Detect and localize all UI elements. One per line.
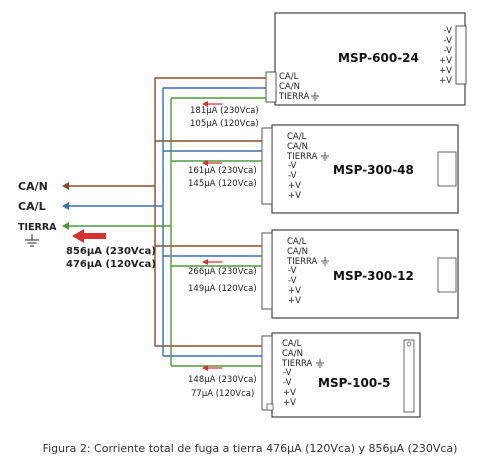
figure-caption: Figura 2: Corriente total de fuga a tier… xyxy=(42,442,458,455)
input-pin-tierra: TIERRA xyxy=(278,92,310,102)
output-pin: -V xyxy=(283,378,292,388)
wiring-diagram: MSP-600-24 CA/L CA/N TIERRA -V -V -V +V … xyxy=(18,12,467,418)
output-pin: +V xyxy=(439,76,452,86)
ground-symbol-icon xyxy=(321,257,329,266)
ground-symbol-icon xyxy=(321,152,329,161)
leakage-230-msp-600-24: 181μA (230Vca) xyxy=(190,106,259,116)
psu-msp-300-12: MSP-300-12 CA/L CA/N TIERRA -V -V +V +V xyxy=(261,229,459,319)
output-pin: -V xyxy=(283,368,292,378)
ground-arrowhead-icon xyxy=(62,222,69,230)
output-pin: -V xyxy=(444,36,453,46)
input-pin-tierra: TIERRA xyxy=(286,257,318,267)
psu-model-label: MSP-100-5 xyxy=(318,376,391,390)
psu-model-label: MSP-300-12 xyxy=(333,269,414,283)
wire-ca-n xyxy=(65,77,266,347)
total-leakage-arrow-icon xyxy=(72,229,106,243)
total-leakage-230: 856μA (230Vca) xyxy=(66,246,156,257)
input-pin-ca-l: CA/L xyxy=(279,72,299,82)
leakage-120-msp-100-5: 77μA (120Vca) xyxy=(191,389,254,399)
psu-msp-300-48: MSP-300-48 CA/L CA/N TIERRA -V -V +V +V xyxy=(261,124,459,214)
output-pin: +V xyxy=(288,296,301,306)
wire-ca-l xyxy=(65,87,266,357)
psu-model-label: MSP-600-24 xyxy=(338,51,419,65)
leakage-120-msp-600-24: 105μA (120Vca) xyxy=(190,119,259,129)
wire-ground xyxy=(65,97,266,367)
output-pin: -V xyxy=(444,46,453,56)
leakage-120-msp-300-12: 149μA (120Vca) xyxy=(188,284,257,294)
psu-model-label: MSP-300-48 xyxy=(333,163,414,177)
input-pin-ca-n: CA/N xyxy=(287,142,308,152)
output-pin: -V xyxy=(288,276,297,286)
psu-msp-600-24: MSP-600-24 CA/L CA/N TIERRA -V -V -V +V … xyxy=(265,12,467,106)
input-pin-ca-n: CA/N xyxy=(282,349,303,359)
input-pin-ca-l: CA/L xyxy=(287,237,307,247)
ground-symbol-icon xyxy=(311,92,319,101)
output-pin: -V xyxy=(288,171,297,181)
ca-n-arrowhead-icon xyxy=(62,182,69,190)
output-pin: -V xyxy=(288,266,297,276)
input-pin-tierra: TIERRA xyxy=(281,359,313,369)
ca-l-arrowhead-icon xyxy=(62,202,69,210)
output-pin: +V xyxy=(288,286,301,296)
leakage-230-msp-100-5: 148μA (230Vca) xyxy=(188,375,257,385)
main-label-ground: TIERRA xyxy=(18,222,57,233)
main-ground-symbol-icon xyxy=(25,234,39,247)
output-pin: +V xyxy=(288,191,301,201)
leakage-120-msp-300-48: 145μA (120Vca) xyxy=(188,179,257,189)
output-pin: +V xyxy=(439,66,452,76)
psu-msp-100-5: MSP-100-5 CA/L CA/N TIERRA -V -V +V +V xyxy=(261,332,421,418)
leakage-230-msp-300-48: 161μA (230Vca) xyxy=(188,166,257,176)
output-pin: +V xyxy=(283,388,296,398)
ground-symbol-icon xyxy=(316,359,324,368)
main-label-ca-n: CA/N xyxy=(18,180,48,193)
input-pin-ca-l: CA/L xyxy=(282,339,302,349)
input-pin-tierra: TIERRA xyxy=(286,152,318,162)
input-pin-ca-n: CA/N xyxy=(287,247,308,257)
main-label-ca-l: CA/L xyxy=(18,200,46,213)
leakage-230-msp-300-12: 266μA (230Vca) xyxy=(188,267,257,277)
input-pin-ca-n: CA/N xyxy=(279,82,300,92)
total-leakage-120: 476μA (120Vca) xyxy=(66,259,156,270)
output-pin: -V xyxy=(288,161,297,171)
output-pin: +V xyxy=(288,181,301,191)
output-pin: +V xyxy=(283,398,296,408)
input-pin-ca-l: CA/L xyxy=(287,132,307,142)
output-pin: -V xyxy=(444,26,453,36)
output-pin: +V xyxy=(439,56,452,66)
